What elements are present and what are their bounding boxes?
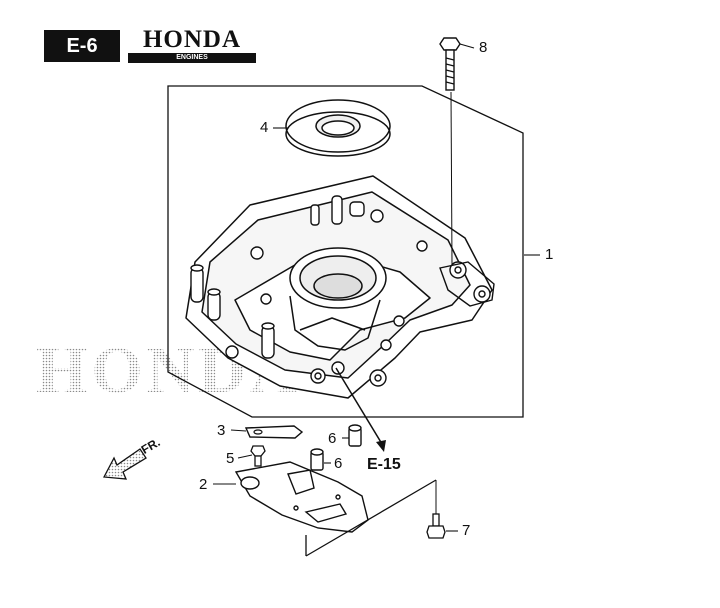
brand-subtitle: ENGINES [128,53,256,63]
bolt-7 [426,513,446,539]
group-bracket [305,479,437,557]
callout-8: 8 [479,39,488,56]
bolt-5 [250,445,266,467]
reference-label: E-15 [367,456,401,473]
bolt-8-guide-line [450,91,453,265]
callout-6a: 6 [328,430,337,447]
callout-6b: 6 [334,455,343,472]
assembly-outline [167,85,524,418]
callout-3: 3 [217,422,226,439]
mounting-bosses [190,195,495,387]
section-code-badge: E-6 [44,30,120,62]
dowel-pin [310,424,362,471]
bolt-8 [439,37,461,91]
brand-logo: HONDA ENGINES [128,27,256,63]
callout-1: 1 [545,246,554,263]
leader-lines [213,43,540,532]
callout-4: 4 [260,119,269,136]
callout-2: 2 [199,476,208,493]
reference-arrowhead [376,440,386,452]
oil-seal [285,99,391,157]
plate-3 [244,425,304,439]
front-direction-arrow [102,448,147,480]
callout-7: 7 [462,522,471,539]
brand-name: HONDA [142,26,242,53]
breather-plate [234,461,369,533]
callout-5: 5 [226,450,235,467]
reference-arrow-line [335,367,383,445]
